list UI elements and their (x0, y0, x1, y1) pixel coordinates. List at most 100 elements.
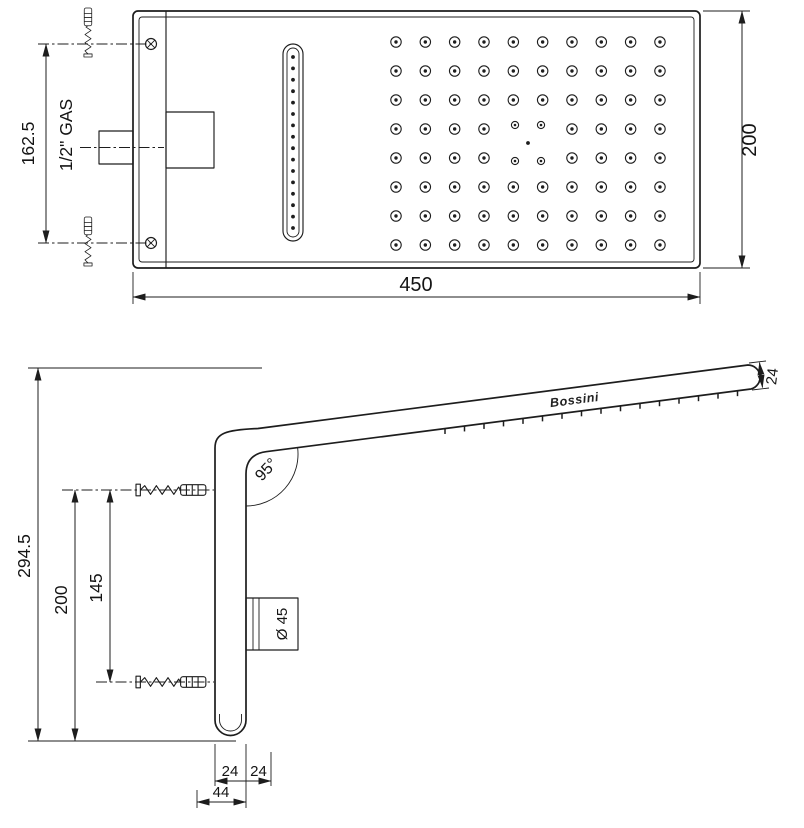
slot-hole (291, 191, 295, 196)
nozzle-dot (658, 69, 662, 73)
nozzle-dot (482, 69, 486, 73)
slot-hole (291, 169, 295, 173)
nozzle-dot (658, 40, 662, 44)
cluster-nozzle-dot (513, 123, 517, 127)
nozzle-dot (570, 98, 574, 102)
dim-label-450: 450 (399, 274, 432, 296)
slot-hole (291, 157, 295, 162)
tube-inner-line (219, 714, 242, 732)
nozzle-dot (599, 243, 604, 247)
nozzle-dot (540, 214, 545, 218)
nozzle-dot (599, 127, 604, 131)
dimension-screw-spacing: 145 (86, 489, 114, 683)
nozzle-dot (394, 127, 398, 131)
nozzle-dot (570, 69, 574, 73)
nozzle-dot (628, 185, 633, 189)
slot-hole (291, 89, 295, 94)
nozzle-dot (599, 156, 604, 160)
dim-label-200: 200 (739, 123, 761, 156)
slot-hole (291, 134, 295, 139)
water-connector: Ø 45 (245, 597, 299, 651)
nozzle-dot (628, 40, 633, 44)
nozzle-dot (599, 98, 604, 102)
nozzle-dot (570, 127, 574, 131)
slot-hole (291, 77, 295, 82)
nozzle-dot (658, 98, 662, 102)
nozzle-dot (658, 214, 662, 218)
nozzle-dot (599, 69, 604, 73)
nozzle-dot (570, 156, 574, 160)
nozzle-dot (452, 243, 457, 247)
nozzle-dot (423, 156, 428, 160)
nozzle-dot (511, 98, 516, 102)
nozzle-dot (394, 40, 398, 44)
nozzle-dot (511, 185, 516, 189)
nozzle-dot (452, 214, 457, 218)
gas-label: 1/2" GAS (56, 99, 76, 171)
nozzle-dot (452, 40, 457, 44)
nozzle-dot (423, 185, 428, 189)
slot-hole (291, 214, 295, 219)
slot-hole (291, 112, 295, 116)
nozzle-dot (540, 98, 545, 102)
dimension-total-height: 294.5 (14, 367, 262, 742)
nozzle-dot (628, 127, 633, 131)
dim-label-200-side: 200 (51, 585, 71, 614)
slot-hole (291, 203, 295, 208)
nozzle-dot (394, 185, 398, 189)
slot-hole (291, 123, 295, 128)
slot-hole (291, 180, 295, 185)
nozzle-dot (452, 156, 457, 160)
nozzle-dot (394, 214, 398, 218)
slot-holes (291, 55, 295, 230)
nozzle-dot (482, 40, 486, 44)
dimension-bottom: 24 24 44 (196, 744, 272, 808)
nozzle-dot (658, 127, 662, 131)
nozzle-dot (482, 127, 486, 131)
body-inner-outline (138, 16, 695, 263)
cluster-center-dot (526, 141, 530, 145)
nozzle-dot (628, 243, 633, 247)
nozzle-dot (482, 98, 486, 102)
nozzle-dot (511, 243, 516, 247)
side-view: Bossini 95° Ø 45 294.5 200 (14, 360, 782, 808)
nozzle-dot (452, 185, 457, 189)
dim-label-294-5: 294.5 (14, 534, 34, 578)
nozzle-dot (452, 98, 457, 102)
wall-anchor-icon (83, 7, 93, 58)
nozzle-dot (423, 214, 428, 218)
nozzle-dot (540, 69, 545, 73)
nozzle-dot (423, 98, 428, 102)
nozzle-dot (394, 156, 398, 160)
waterfall-slot (282, 43, 304, 242)
mount-bracket (165, 111, 215, 169)
anticalc-cluster (510, 120, 546, 166)
nozzle-dot (482, 185, 486, 189)
dim-label-44: 44 (213, 784, 230, 801)
nozzle-dot (423, 69, 428, 73)
nozzle-dot (599, 214, 604, 218)
dim-label-24-right: 24 (250, 763, 267, 780)
nozzle-dot (628, 214, 633, 218)
dim-label-24-left: 24 (222, 763, 239, 780)
nozzle-dot (658, 185, 662, 189)
diameter-label: Ø 45 (274, 608, 291, 641)
nozzle-dot (570, 40, 574, 44)
nozzle-dot (599, 185, 604, 189)
top-view: 162.5 1/2" GAS 450 200 (18, 7, 761, 304)
nozzle-grid (390, 36, 666, 251)
body-outline (132, 10, 701, 269)
dimension-fixing-spacing: 162.5 (18, 43, 152, 244)
slot-hole (291, 146, 295, 151)
slot-hole (291, 55, 295, 59)
nozzle-dot (394, 243, 398, 247)
angle-label: 95° (252, 455, 281, 484)
slot-hole (291, 66, 295, 71)
dimension-arm-thickness: 24 (748, 360, 782, 391)
slot-hole (291, 226, 295, 230)
nozzle-dot (452, 69, 457, 73)
nozzle-dot (628, 156, 633, 160)
nozzle-dot (511, 214, 516, 218)
